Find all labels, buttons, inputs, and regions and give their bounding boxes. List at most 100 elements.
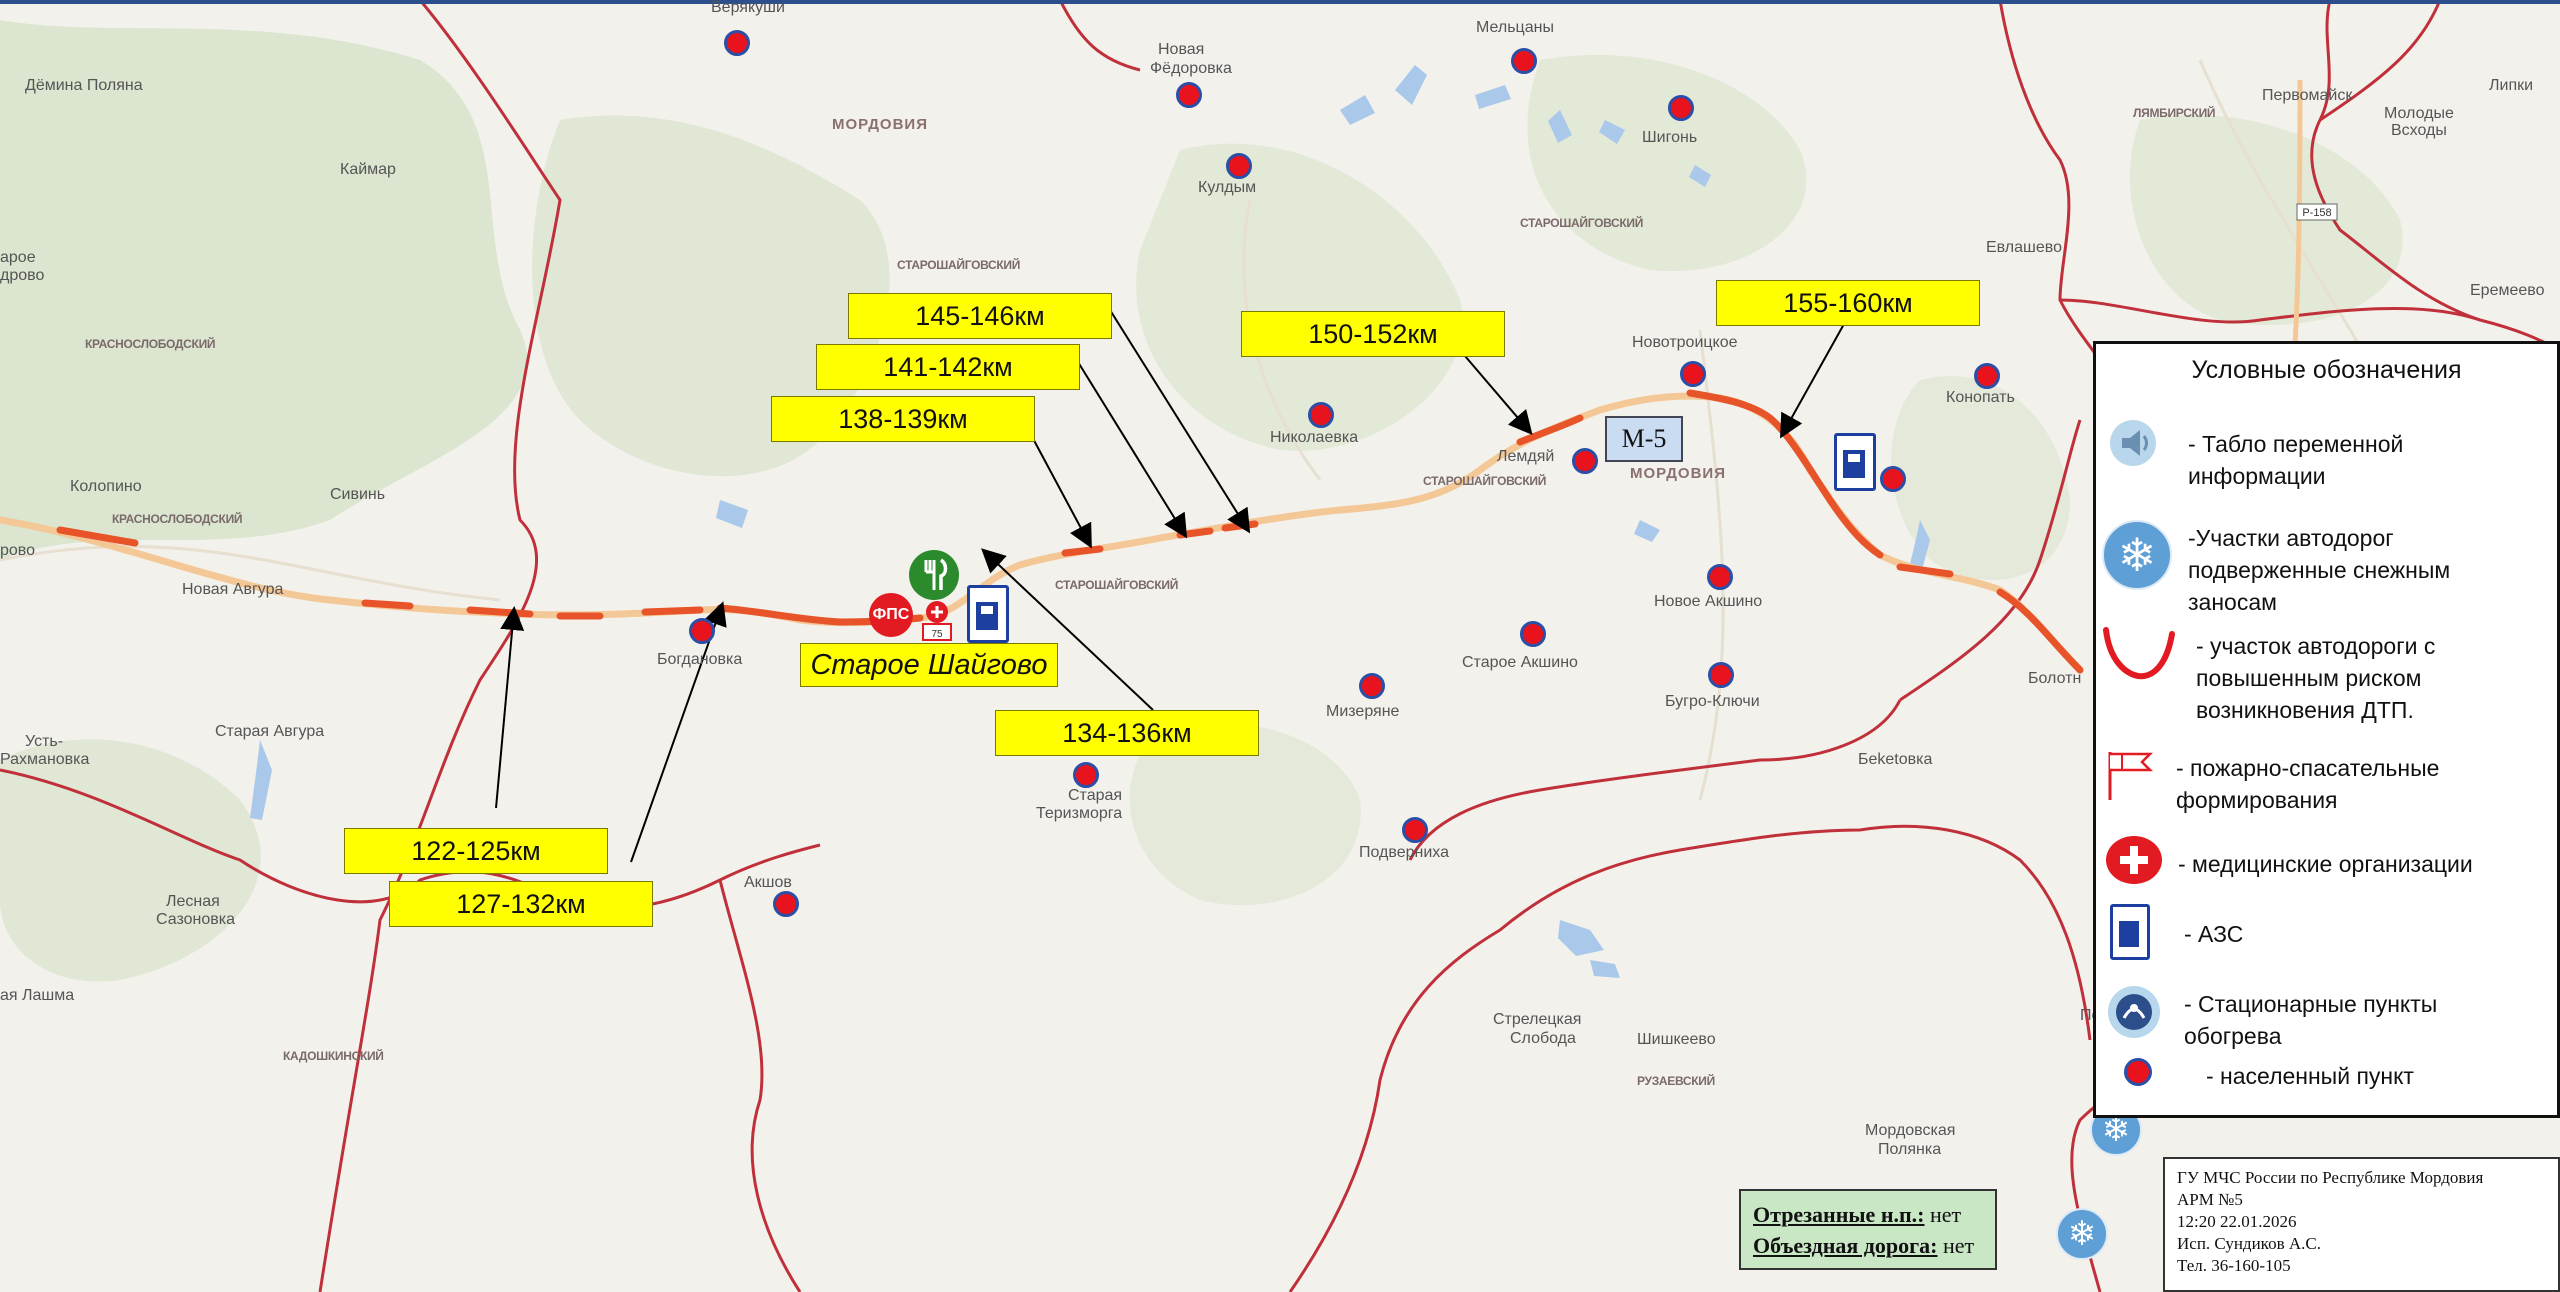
district-label: КАДОШКИНСКИЙ <box>283 1049 384 1063</box>
place-label: Стрелецкая <box>1493 1011 1582 1028</box>
place-label: Мордовская <box>1865 1122 1956 1139</box>
region-label: МОРДОВИЯ <box>1630 465 1726 482</box>
settlement-dot-icon[interactable] <box>1708 662 1734 688</box>
status-box: Отрезанные н.п.: нет Объездная дорога: н… <box>1739 1189 1997 1270</box>
place-label: Теризморга <box>1036 805 1123 822</box>
place-label: Каймар <box>340 161 396 178</box>
district-label: ЛЯМБИРСКИЙ <box>2133 106 2216 120</box>
fire-station-icon[interactable]: ФПС <box>869 593 913 637</box>
settlement-dot-icon[interactable] <box>1359 673 1385 699</box>
cut-settlements-row: Отрезанные н.п.: нет <box>1753 1199 1983 1230</box>
warming-point-icon <box>2106 984 2162 1045</box>
settlement-dot-icon[interactable] <box>1572 448 1598 474</box>
legend-line: информации <box>2188 463 2326 489</box>
settlement-dot-icon[interactable] <box>689 618 715 644</box>
place-label: рово <box>0 542 36 559</box>
settlement-dot-icon[interactable] <box>1073 762 1099 788</box>
km-section-label: 127-132км <box>389 881 653 927</box>
settlement-dot-icon[interactable] <box>1511 48 1537 74</box>
water-bodies <box>250 65 1930 978</box>
info-board-icon <box>2108 418 2158 473</box>
fork-knife-icon <box>924 558 948 590</box>
region-label: МОРДОВИЯ <box>832 116 928 133</box>
place-label: Еремеево <box>2470 282 2545 299</box>
gas-station-icon[interactable] <box>1834 433 1876 491</box>
settlement-dot-icon[interactable] <box>1668 95 1694 121</box>
legend-item-fire: - пожарно-спасательные формирования <box>2176 752 2439 816</box>
place-label: Старое Акшино <box>1462 654 1578 671</box>
legend-item-warming: - Стационарные пункты обогрева <box>2184 988 2437 1052</box>
settlement-dot-icon[interactable] <box>724 30 750 56</box>
detour-value: нет <box>1937 1233 1975 1258</box>
place-label: Колопино <box>70 478 142 495</box>
legend-line: -Участки автодорог <box>2188 525 2394 551</box>
district-label: КРАСНОСЛОБОДСКИЙ <box>85 337 216 351</box>
info-org: ГУ МЧС России по Республике Мордовия <box>2177 1168 2484 1187</box>
district-label: КРАСНОСЛОБОДСКИЙ <box>112 512 243 526</box>
settlement-dot-icon[interactable] <box>1226 153 1252 179</box>
legend-line: формирования <box>2176 787 2338 813</box>
settlement-dot-icon[interactable] <box>1974 363 2000 389</box>
place-label: Новое Акшино <box>1654 593 1763 610</box>
place-label: Дёмина Поляна <box>25 77 143 94</box>
info-executor: Исп. Сундиков А.С. <box>2177 1234 2321 1253</box>
place-label: Подверниха <box>1359 844 1449 861</box>
legend-line: подверженные снежным <box>2188 557 2451 583</box>
info-box: ГУ МЧС России по Республике Мордовия АРМ… <box>2163 1157 2560 1292</box>
km-section-label: 122-125км <box>344 828 608 874</box>
road-sign-text: Р-158 <box>2302 207 2331 219</box>
place-label: Конопать <box>1946 389 2015 406</box>
place-label: Старая Авгура <box>215 723 325 740</box>
settlement-dot-icon[interactable] <box>1176 82 1202 108</box>
settlement-dot-icon <box>2124 1058 2152 1086</box>
gas-station-icon[interactable] <box>967 585 1009 643</box>
legend-line: заносам <box>2188 589 2277 615</box>
place-label: Новая Авгура <box>182 581 284 598</box>
legend-item-accident: - участок автодороги с повышенным риском… <box>2196 630 2435 726</box>
legend-title: Условные обозначения <box>2191 356 2462 384</box>
place-label: Евлашево <box>1986 239 2062 256</box>
district-label: СТАРОШАЙГОВСКИЙ <box>1423 474 1547 488</box>
district-label: РУЗАЕВСКИЙ <box>1637 1074 1715 1088</box>
settlement-dot-icon[interactable] <box>1402 817 1428 843</box>
place-label: Болотн <box>2028 670 2082 687</box>
legend-line: - АЗС <box>2184 921 2244 947</box>
place-label: Первомайск <box>2262 87 2353 104</box>
place-label: Шигонь <box>1642 129 1698 146</box>
forest-areas <box>0 20 2403 982</box>
settlement-dot-icon[interactable] <box>1520 621 1546 647</box>
place-label: Богдановка <box>657 651 743 668</box>
settlement-dot-icon[interactable] <box>1308 402 1334 428</box>
legend-item-settlement: - населенный пункт <box>2206 1060 2414 1092</box>
place-label: Молодые <box>2384 105 2454 122</box>
gas-station-icon <box>2110 904 2150 960</box>
settlement-dot-icon[interactable] <box>1680 361 1706 387</box>
km-section-label: 155-160км <box>1716 280 1980 326</box>
place-label: Липки <box>2489 77 2534 94</box>
settlement-dot-icon[interactable] <box>1707 564 1733 590</box>
legend-line: - Табло переменной <box>2188 431 2404 457</box>
place-label: арое <box>0 249 36 266</box>
fire-flag-icon <box>2104 748 2160 807</box>
place-label: Лемдяй <box>1497 448 1555 465</box>
legend-line: - Стационарные пункты <box>2184 991 2438 1017</box>
legend-line: повышенным риском <box>2196 665 2422 691</box>
place-label: Бугро-Ключи <box>1665 693 1760 710</box>
pump-shape <box>1843 450 1865 478</box>
place-label: Слобода <box>1510 1030 1576 1047</box>
food-icon[interactable] <box>909 550 959 600</box>
settlement-dot-icon[interactable] <box>1880 466 1906 492</box>
detour-row: Объездная дорога: нет <box>1753 1230 1983 1261</box>
settlement-dot-icon[interactable] <box>773 891 799 917</box>
place-label: Всходы <box>2391 122 2447 139</box>
place-label: Николаевка <box>1270 429 1359 446</box>
place-label: Рахмановка <box>0 751 90 768</box>
place-label: Новотроицкое <box>1632 334 1738 351</box>
road-sign-p158: Р-158 <box>2296 203 2338 221</box>
medical-post-icon[interactable]: 75 <box>920 600 954 642</box>
pump-shape <box>976 602 998 630</box>
place-label: Старая <box>1068 787 1123 804</box>
snowflake-icon[interactable]: ❄ <box>2056 1208 2108 1260</box>
